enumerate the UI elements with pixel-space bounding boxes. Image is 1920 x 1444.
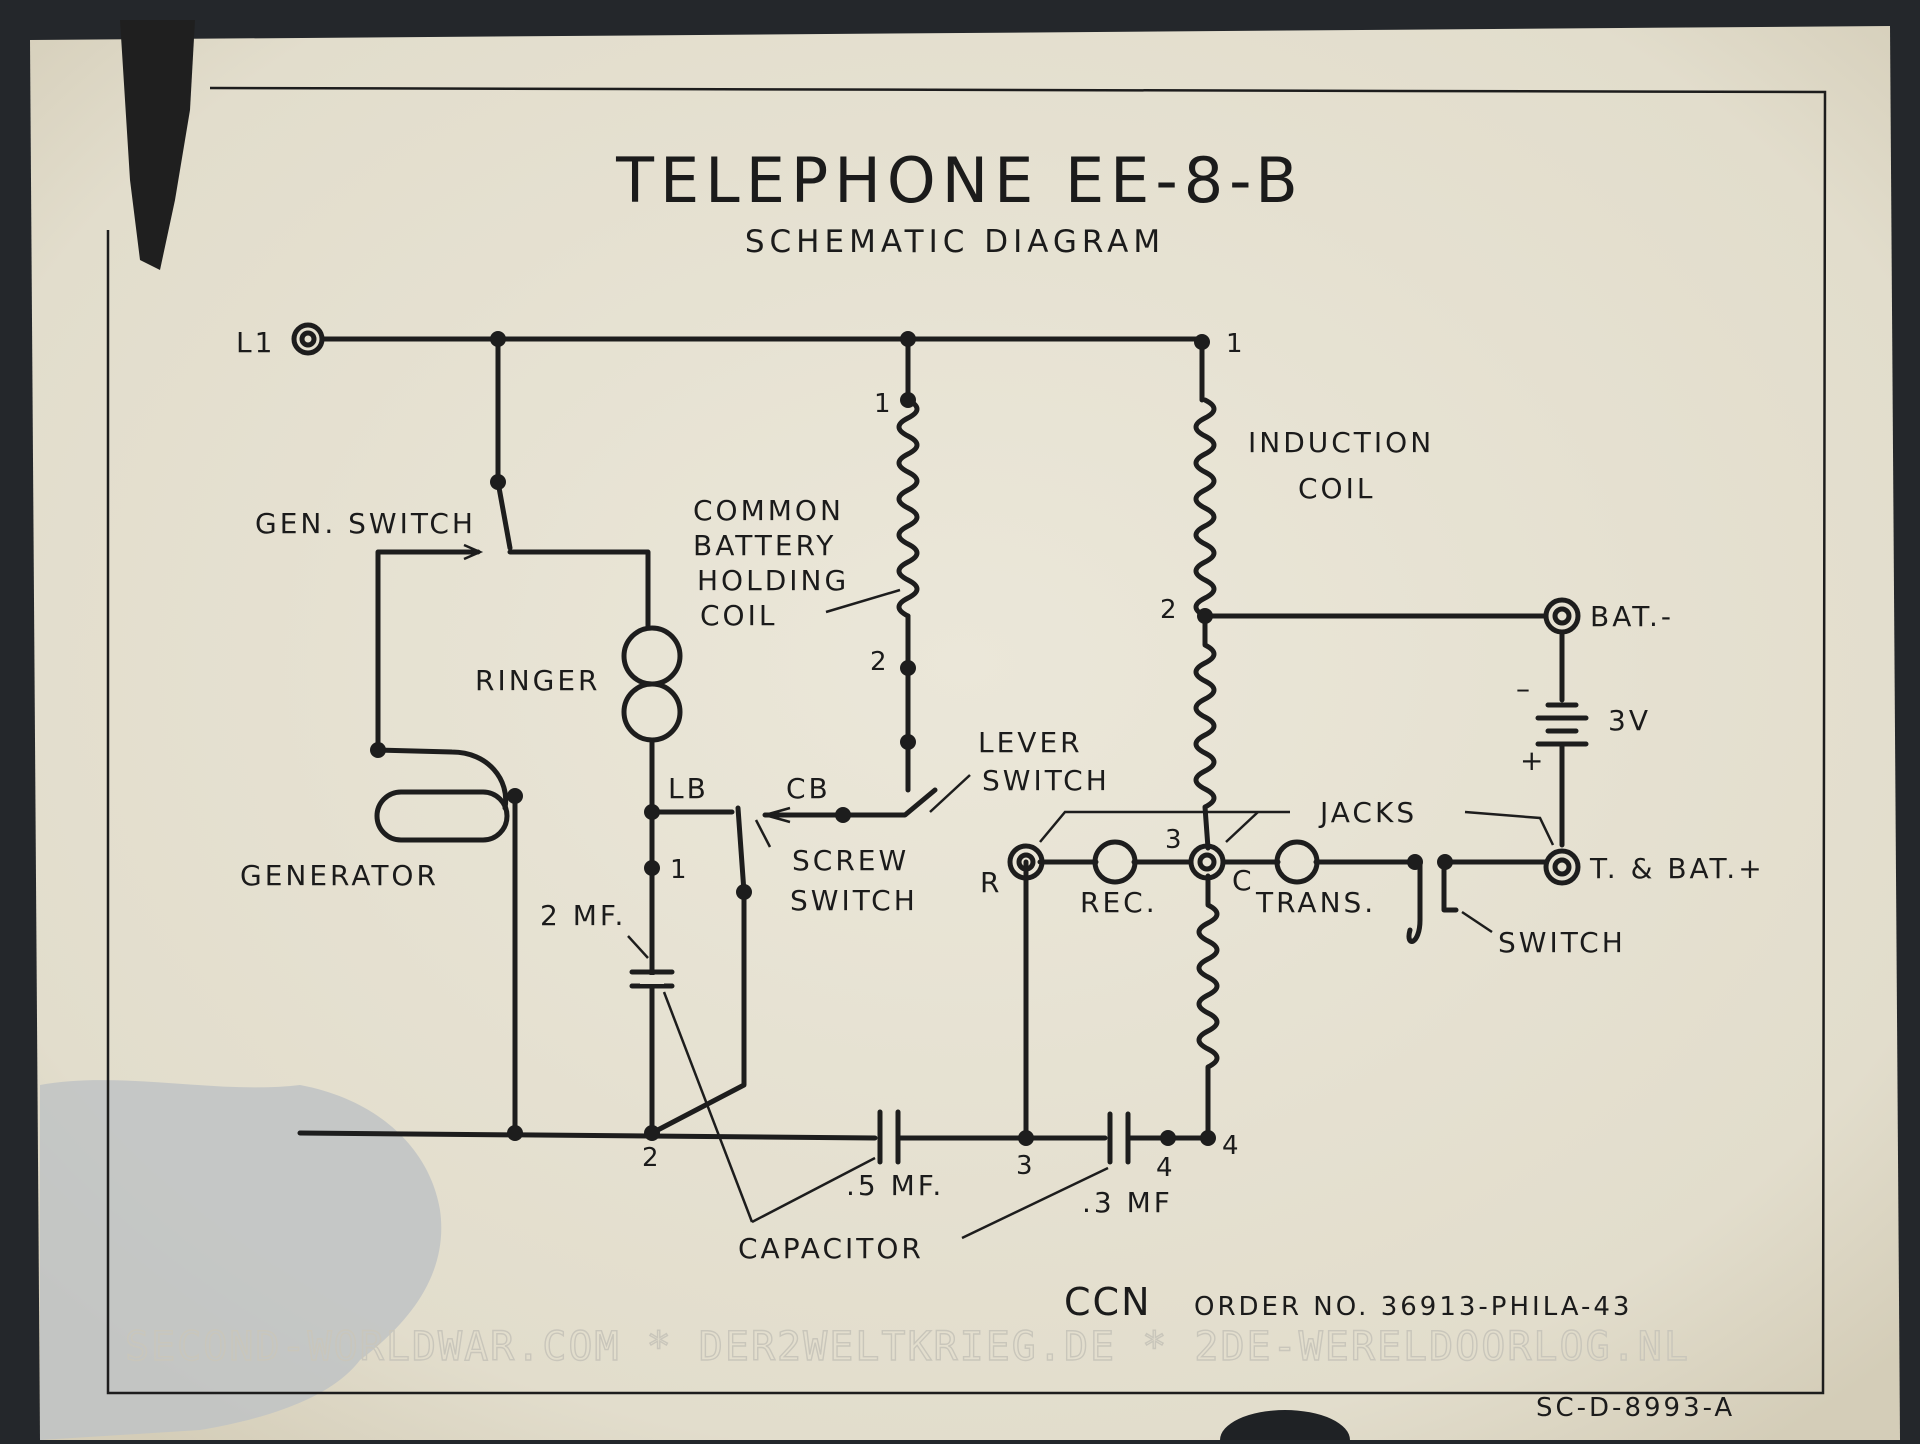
label-l1: L1: [236, 326, 275, 359]
jack-c: [1188, 843, 1226, 881]
label-3mf: .3 MF: [1082, 1186, 1173, 1219]
generator-symbol: [374, 789, 510, 843]
wire-generator-loop: [375, 747, 509, 811]
border-frame: [106, 86, 1827, 1395]
terminal-num-lb-1: 1: [670, 855, 687, 885]
terminal-t-bat-plus: [1543, 848, 1581, 886]
label-screw-switch-2: SWITCH: [790, 884, 918, 917]
capacitor-leader-3mf: [961, 1166, 1109, 1240]
diagram-subtitle: SCHEMATIC DIAGRAM: [745, 224, 1165, 260]
wire-trans-switch: [1406, 859, 1423, 944]
diagram-title: TELEPHONE EE-8-B: [615, 144, 1304, 217]
label-gen-switch: GEN. SWITCH: [255, 507, 476, 540]
switch-contact-right: [1441, 859, 1548, 913]
cb-coil-leader: [825, 588, 901, 614]
label-trans: TRANS.: [1255, 886, 1376, 919]
label-battery-minus-sign: –: [1516, 672, 1533, 705]
capacitor-leader-2mf: [662, 991, 754, 1223]
footer-drawing-number: SC-D-8993-A: [1536, 1393, 1735, 1423]
induction-coil-lower: [1196, 873, 1220, 1073]
label-voltage: 3V: [1608, 704, 1651, 737]
cb-coil-winding: [896, 397, 920, 619]
label-rec: REC.: [1080, 886, 1158, 919]
terminal-num-bottom-2: 2: [642, 1143, 659, 1173]
terminal-l1: [291, 322, 325, 356]
label-bat-minus: BAT.-: [1590, 600, 1674, 633]
wire-bottom-bus: [297, 1130, 878, 1141]
label-t-bat-plus: T. & BAT.+: [1589, 852, 1765, 885]
torn-paper-patch: [40, 1080, 442, 1440]
induction-coil-upper: [1193, 397, 1217, 619]
label-r: R: [980, 866, 1002, 899]
transmitter-symbol: [1274, 839, 1320, 885]
screw-switch-leader: [754, 819, 772, 848]
label-half-mf: .5 MF.: [846, 1169, 944, 1202]
junction-dots: [370, 331, 1453, 1146]
jacks-leader-left: [1039, 810, 1290, 843]
lever-switch-leader: [929, 774, 971, 813]
receiver-symbol: [1092, 839, 1138, 885]
label-induction-2: COIL: [1298, 472, 1375, 505]
label-generator: GENERATOR: [240, 859, 439, 892]
footer-order-number: ORDER NO. 36913-PHILA-43: [1194, 1292, 1632, 1322]
label-ringer: RINGER: [475, 664, 601, 697]
terminal-num-cb-2: 2: [870, 647, 887, 677]
wire-bottom-bus-right: [1125, 1067, 1211, 1141]
label-common-battery-2: BATTERY: [693, 529, 836, 562]
label-induction-1: INDUCTION: [1248, 426, 1434, 459]
switch-leader: [1461, 910, 1493, 934]
label-battery-plus-sign: +: [1520, 744, 1546, 777]
wire-screw-switch-down: [649, 889, 747, 1136]
induction-coil-middle: [1193, 613, 1217, 851]
footer-watermark: SECOND-WORLDWAR.COM * DER2WELTKRIEG.DE *…: [125, 1324, 1690, 1370]
label-lever-switch-2: SWITCH: [982, 764, 1110, 797]
screw-switch-blade: [735, 805, 747, 895]
mounting-hole: [1220, 1410, 1350, 1444]
label-capacitor: CAPACITOR: [738, 1232, 924, 1265]
footer-ccn: CCN: [1064, 1280, 1152, 1324]
label-jacks: JACKS: [1318, 796, 1417, 829]
label-common-battery-4: COIL: [700, 599, 777, 632]
capacitor-leader-half: [751, 1156, 876, 1224]
terminal-num-ind-2: 2: [1160, 595, 1177, 625]
jacks-leader-mid: [1225, 811, 1259, 843]
label-common-battery-1: COMMON: [693, 494, 844, 527]
label-lever-switch-1: LEVER: [978, 726, 1083, 759]
terminal-num-bottom-4: 4: [1156, 1153, 1173, 1183]
terminal-bat-minus: [1543, 597, 1581, 635]
label-c: C: [1232, 864, 1255, 897]
gen-switch-arrow: [440, 543, 484, 561]
label-cb: CB: [786, 772, 831, 805]
terminal-num-top-1: 1: [1226, 329, 1243, 359]
label-2mf: 2 MF.: [540, 899, 626, 932]
terminal-num-ind-3: 3: [1165, 825, 1182, 855]
wire-cb-contact: [762, 787, 938, 818]
cb-arrow: [764, 806, 791, 824]
jack-r: [1007, 843, 1045, 881]
terminal-num-cb-1: 1: [874, 389, 891, 419]
cap-2mf-leader: [627, 935, 649, 959]
label-switch: SWITCH: [1498, 926, 1626, 959]
label-screw-switch-1: SCREW: [792, 844, 909, 877]
label-lb: LB: [668, 772, 709, 805]
label-common-battery-3: HOLDING: [697, 564, 849, 597]
terminal-num-ind-4: 4: [1222, 1131, 1239, 1161]
terminal-num-bottom-3: 3: [1016, 1151, 1033, 1181]
wire-gen-switch-right: [507, 549, 651, 631]
ink-smudge: [120, 20, 195, 270]
jacks-leader-right: [1464, 810, 1555, 846]
